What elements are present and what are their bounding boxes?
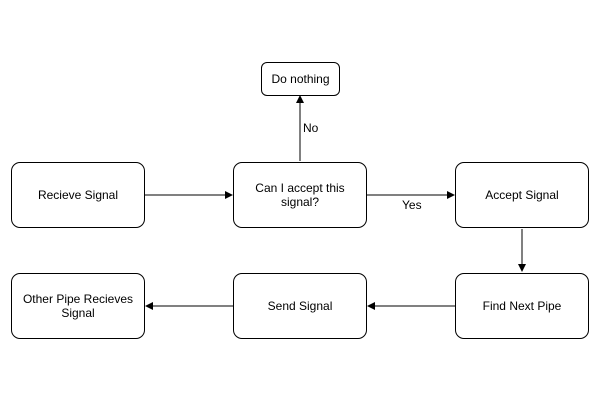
node-other-pipe-receives-signal: Other Pipe Recieves Signal (11, 273, 145, 339)
node-find-next-pipe: Find Next Pipe (455, 273, 589, 339)
node-decision-accept-signal: Can I accept this signal? (233, 162, 367, 228)
node-do-nothing: Do nothing (261, 62, 340, 96)
node-receive-signal: Recieve Signal (11, 162, 145, 228)
node-accept-signal: Accept Signal (455, 162, 589, 228)
edge-label-yes: Yes (402, 198, 422, 212)
node-send-signal: Send Signal (233, 273, 367, 339)
edge-label-no: No (303, 121, 319, 135)
